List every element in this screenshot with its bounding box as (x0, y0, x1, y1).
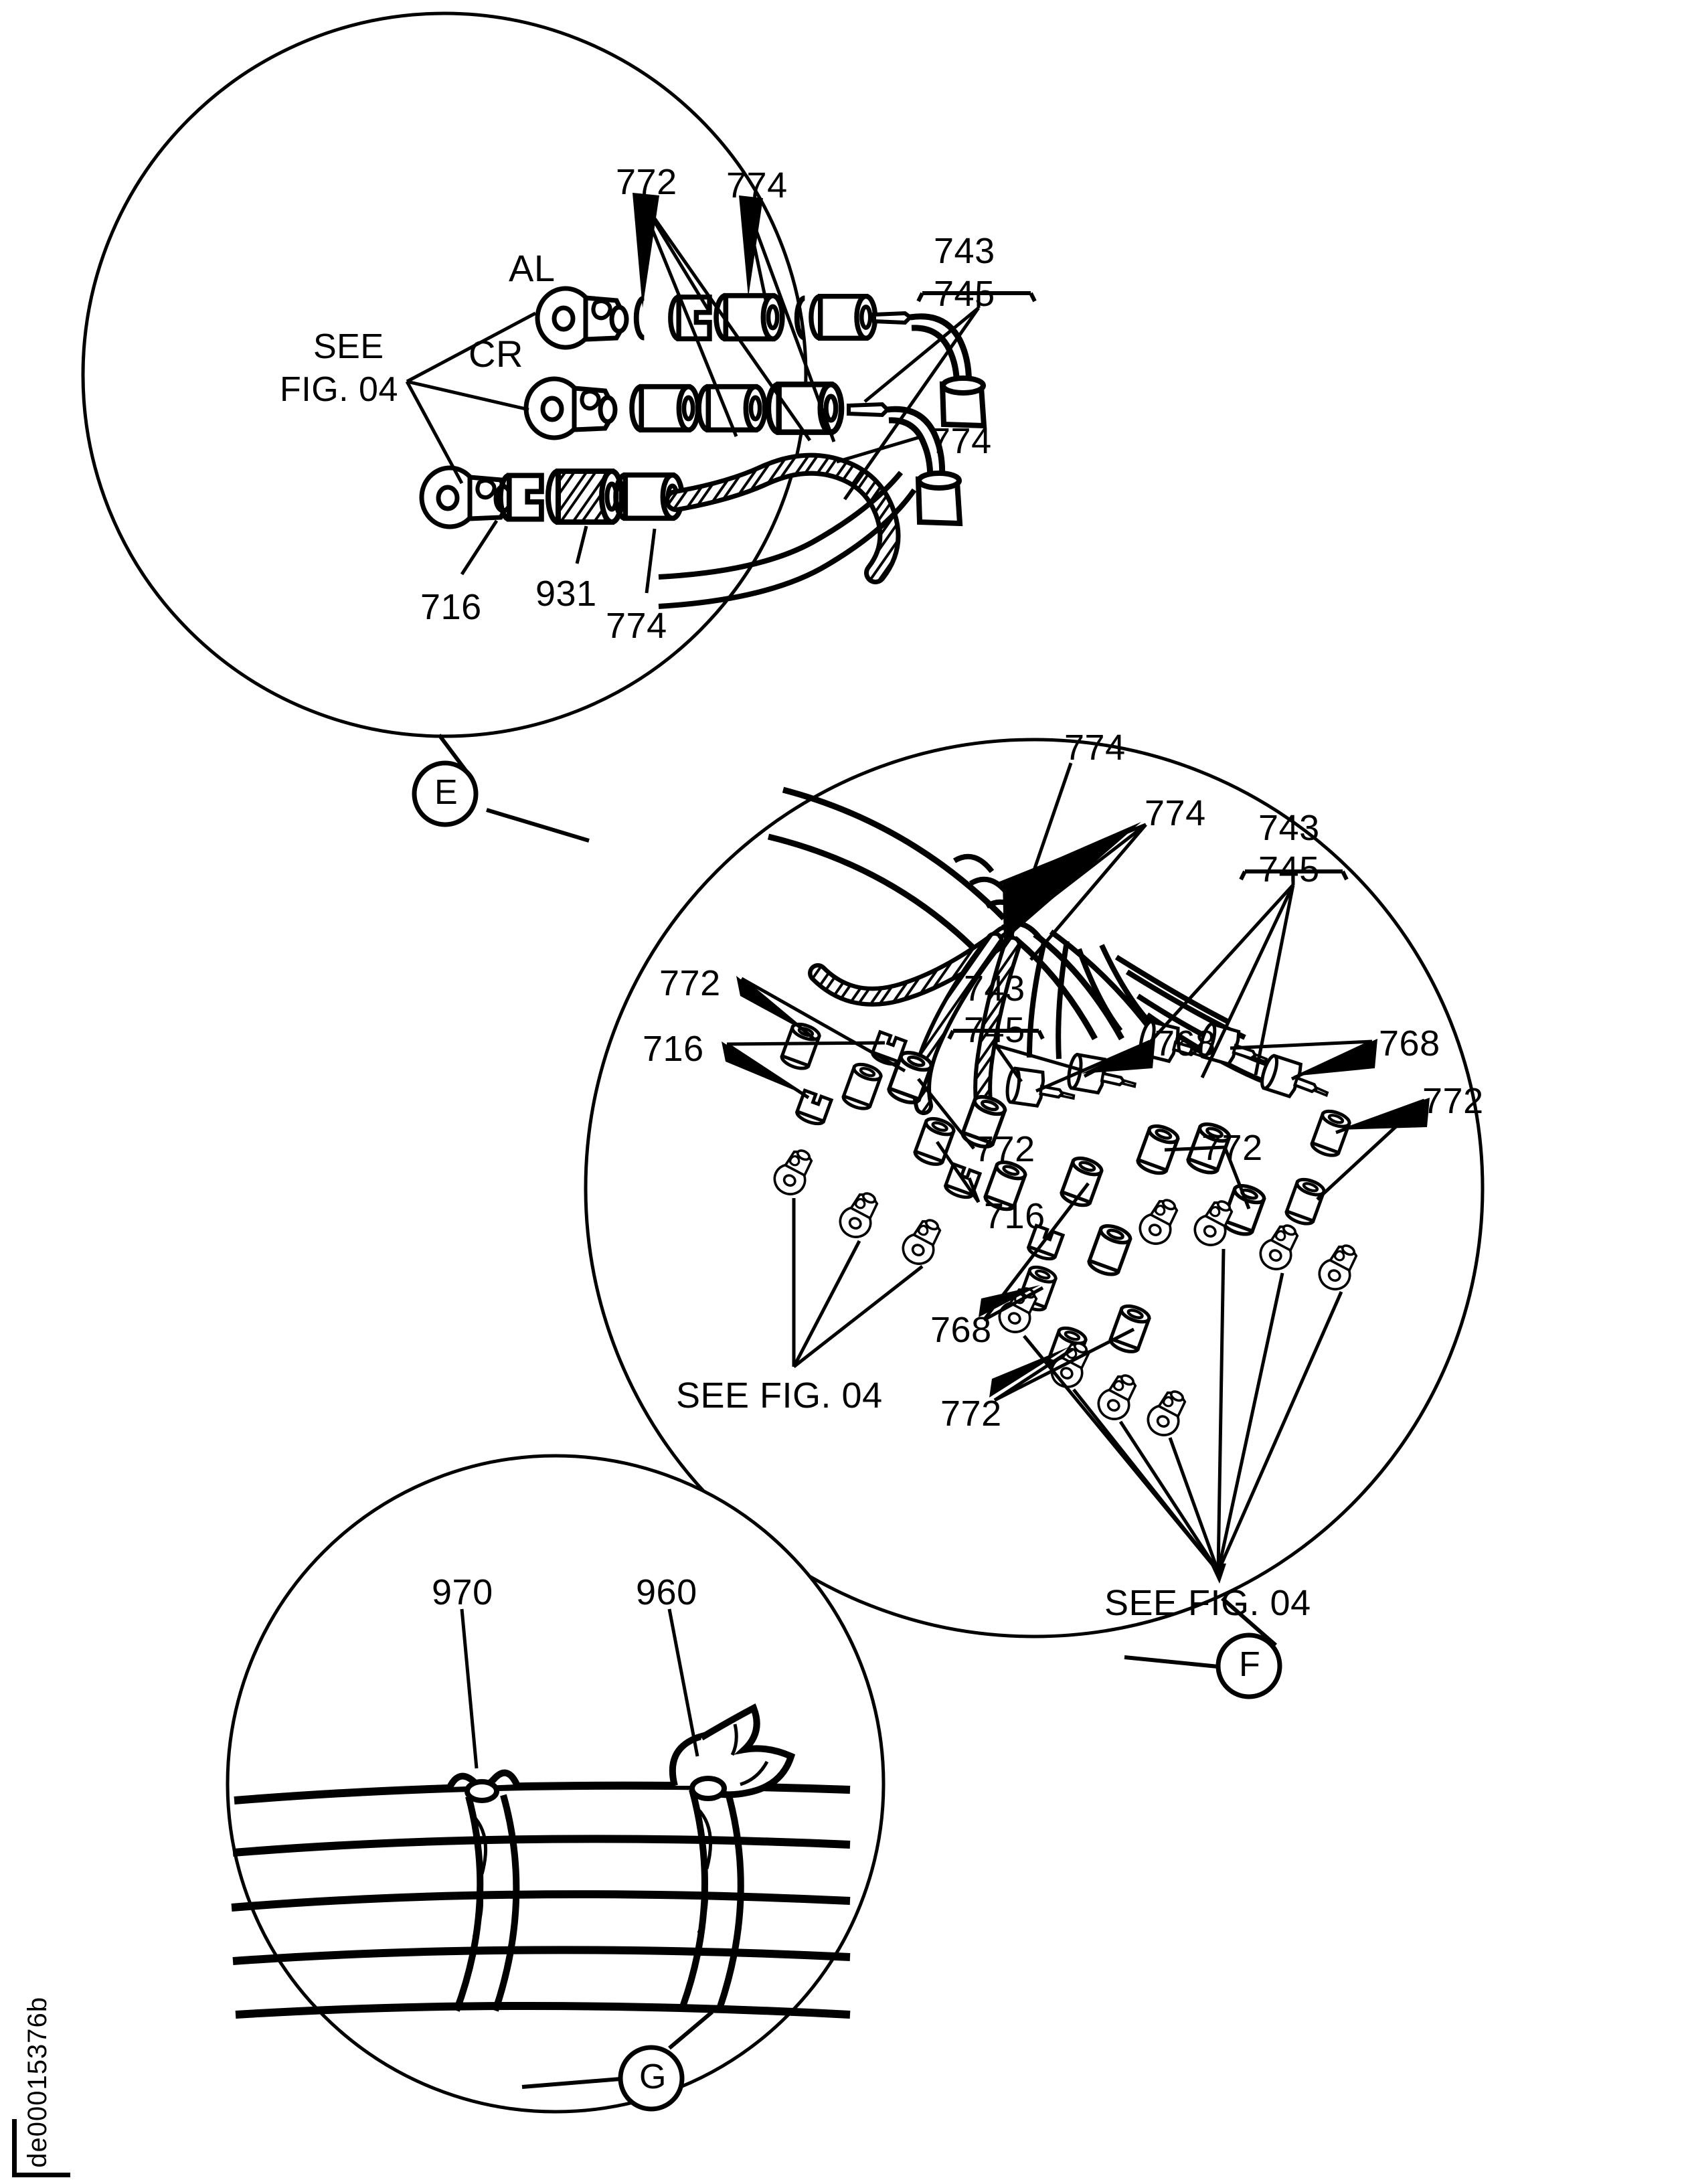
callout-774: 774 (1064, 728, 1126, 768)
g-cable-tie-970 (446, 1769, 520, 2012)
g-cable-bundle (231, 1781, 851, 2019)
callout-772: 772 (1201, 1128, 1263, 1168)
detail-circle-F (584, 738, 1485, 1699)
callout-772: 772 (940, 1394, 1002, 1434)
detail-marker-g: G (639, 2057, 667, 2096)
corner-bracket (12, 2119, 70, 2177)
callout-fig-04: FIG. 04 (280, 370, 398, 409)
callout-772: 772 (1422, 1081, 1484, 1121)
e-row1-assembly (537, 288, 987, 429)
callout-al: AL (509, 247, 556, 289)
callout-970: 970 (432, 1572, 493, 1612)
callout-772: 772 (659, 963, 721, 1003)
callout-745: 745 (934, 274, 995, 314)
detail-circle-E (81, 11, 1037, 843)
callout-931: 931 (535, 574, 597, 614)
callout-774: 774 (1145, 793, 1206, 833)
callout-745: 745 (964, 1010, 1025, 1050)
detail-circle-G (226, 1454, 886, 2114)
callout-716: 716 (420, 587, 482, 627)
callout-774: 774 (930, 421, 992, 461)
callout-768: 768 (930, 1310, 992, 1350)
detail-marker-f: F (1239, 1645, 1261, 1684)
sheet-id: de00015376b (23, 1997, 52, 2168)
callout-716: 716 (984, 1196, 1045, 1236)
e-row3-assembly (422, 452, 917, 609)
callout-see-fig-04: SEE FIG. 04 (676, 1375, 883, 1416)
callout-774: 774 (606, 606, 667, 646)
callout-768: 768 (1379, 1023, 1440, 1064)
callout-772: 772 (974, 1129, 1035, 1169)
callout-see-fig-04: SEE FIG. 04 (1104, 1583, 1311, 1623)
callout-743: 743 (934, 231, 995, 271)
g-cable-tie-960 (669, 1703, 796, 2008)
callout-768: 768 (1155, 1023, 1216, 1064)
callout-743: 743 (1258, 808, 1320, 848)
callout-774: 774 (726, 165, 788, 205)
callout-745: 745 (1258, 849, 1320, 890)
detail-marker-e: E (434, 773, 458, 812)
callout-960: 960 (636, 1572, 697, 1612)
callout-772: 772 (616, 162, 677, 202)
callout-cr: CR (469, 333, 523, 375)
callout-716: 716 (643, 1029, 704, 1069)
callout-743: 743 (964, 969, 1025, 1009)
callout-see: SEE (313, 327, 384, 366)
